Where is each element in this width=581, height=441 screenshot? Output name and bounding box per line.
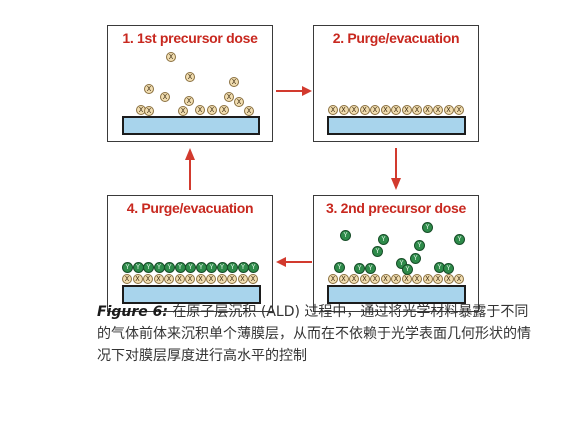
precursor-molecule-x: X bbox=[184, 96, 194, 106]
precursor-molecule-x: X bbox=[237, 274, 248, 284]
precursor-molecule-x: X bbox=[380, 105, 391, 115]
precursor-molecule-y: Y bbox=[340, 230, 351, 241]
precursor-molecule-y: Y bbox=[143, 262, 154, 273]
precursor-molecule-y: Y bbox=[372, 246, 383, 257]
figure-caption: Figure 6: 在原子层沉积 (ALD) 过程中，通过将光学材料暴露于不同的… bbox=[97, 301, 537, 367]
precursor-molecule-x: X bbox=[178, 106, 188, 116]
precursor-molecule-x: X bbox=[174, 274, 185, 284]
precursor-molecule-y: Y bbox=[227, 262, 238, 273]
precursor-molecule-x: X bbox=[412, 274, 422, 284]
precursor-molecule-x: X bbox=[443, 105, 454, 115]
precursor-molecule-x: X bbox=[143, 274, 153, 284]
panel-title: 3. 2nd precursor dose bbox=[326, 200, 466, 216]
precursor-molecule-x: X bbox=[153, 274, 164, 284]
precursor-molecule-x: X bbox=[144, 84, 154, 94]
precursor-molecule-y: Y bbox=[164, 262, 175, 273]
substrate bbox=[122, 116, 260, 135]
precursor-molecule-x: X bbox=[195, 105, 205, 115]
precursor-molecule-y: Y bbox=[414, 240, 425, 251]
precursor-molecule-x: X bbox=[370, 274, 380, 284]
substrate bbox=[327, 285, 466, 304]
caption-text: 在原子层沉积 (ALD) 过程中，通过将光学材料暴露于不同的气体前体来沉积单个薄… bbox=[97, 304, 531, 364]
precursor-molecule-x: X bbox=[422, 105, 433, 115]
arrow-left-icon bbox=[276, 257, 312, 267]
precursor-molecule-y: Y bbox=[206, 262, 217, 273]
arrow-down-icon bbox=[391, 148, 401, 190]
precursor-molecule-x: X bbox=[216, 274, 227, 284]
precursor-molecule-x: X bbox=[234, 97, 244, 107]
precursor-molecule-x: X bbox=[164, 274, 174, 284]
precursor-molecule-x: X bbox=[454, 274, 464, 284]
precursor-molecule-y: Y bbox=[185, 262, 196, 273]
precursor-molecule-x: X bbox=[391, 105, 401, 115]
precursor-molecule-x: X bbox=[349, 105, 359, 115]
precursor-molecule-y: Y bbox=[132, 262, 144, 273]
precursor-molecule-x: X bbox=[166, 52, 176, 62]
arrow-right-icon bbox=[276, 86, 312, 96]
precursor-molecule-x: X bbox=[328, 274, 338, 284]
precursor-molecule-x: X bbox=[443, 274, 454, 284]
precursor-molecule-x: X bbox=[185, 72, 195, 82]
precursor-molecule-x: X bbox=[433, 105, 443, 115]
precursor-molecule-x: X bbox=[422, 274, 433, 284]
arrow-up-icon bbox=[185, 148, 195, 190]
precursor-molecule-y: Y bbox=[174, 262, 186, 273]
precursor-molecule-y: Y bbox=[334, 262, 345, 273]
precursor-molecule-x: X bbox=[207, 105, 217, 115]
precursor-molecule-y: Y bbox=[354, 263, 365, 274]
precursor-molecule-x: X bbox=[454, 105, 464, 115]
precursor-molecule-x: X bbox=[248, 274, 258, 284]
precursor-molecule-x: X bbox=[370, 105, 380, 115]
precursor-molecule-x: X bbox=[160, 92, 170, 102]
precursor-molecule-y: Y bbox=[402, 264, 413, 275]
precursor-molecule-x: X bbox=[401, 274, 412, 284]
substrate bbox=[327, 116, 466, 135]
panel-title: 2. Purge/evacuation bbox=[332, 30, 460, 46]
precursor-molecule-x: X bbox=[229, 77, 239, 87]
precursor-molecule-x: X bbox=[206, 274, 216, 284]
panel-title: 1. 1st precursor dose bbox=[122, 30, 258, 46]
precursor-molecule-x: X bbox=[185, 274, 195, 284]
precursor-molecule-x: X bbox=[122, 274, 132, 284]
panel-title: 4. Purge/evacuation bbox=[126, 200, 254, 216]
precursor-molecule-x: X bbox=[338, 105, 349, 115]
precursor-molecule-y: Y bbox=[153, 262, 165, 273]
substrate bbox=[122, 285, 261, 304]
precursor-molecule-x: X bbox=[227, 274, 237, 284]
precursor-molecule-y: Y bbox=[237, 262, 249, 273]
precursor-molecule-x: X bbox=[401, 105, 412, 115]
precursor-molecule-x: X bbox=[349, 274, 359, 284]
precursor-molecule-x: X bbox=[412, 105, 422, 115]
precursor-molecule-x: X bbox=[359, 105, 370, 115]
precursor-molecule-y: Y bbox=[195, 262, 207, 273]
precursor-molecule-x: X bbox=[338, 274, 349, 284]
precursor-molecule-x: X bbox=[380, 274, 391, 284]
precursor-molecule-x: X bbox=[132, 274, 143, 284]
precursor-molecule-y: Y bbox=[396, 258, 407, 269]
precursor-molecule-x: X bbox=[244, 106, 254, 116]
precursor-molecule-y: Y bbox=[248, 262, 259, 273]
figure-label: Figure 6: bbox=[97, 304, 168, 320]
precursor-molecule-x: X bbox=[224, 92, 234, 102]
precursor-molecule-y: Y bbox=[378, 234, 389, 245]
precursor-molecule-x: X bbox=[328, 105, 338, 115]
precursor-molecule-y: Y bbox=[365, 263, 376, 274]
precursor-molecule-y: Y bbox=[422, 222, 433, 233]
precursor-molecule-y: Y bbox=[443, 263, 454, 274]
precursor-molecule-y: Y bbox=[454, 234, 465, 245]
precursor-molecule-y: Y bbox=[410, 253, 421, 264]
precursor-molecule-x: X bbox=[144, 106, 154, 116]
precursor-molecule-x: X bbox=[195, 274, 206, 284]
precursor-molecule-y: Y bbox=[122, 262, 133, 273]
precursor-molecule-x: X bbox=[433, 274, 443, 284]
precursor-molecule-y: Y bbox=[216, 262, 228, 273]
precursor-molecule-x: X bbox=[391, 274, 401, 284]
precursor-molecule-x: X bbox=[359, 274, 370, 284]
precursor-molecule-x: X bbox=[219, 105, 229, 115]
